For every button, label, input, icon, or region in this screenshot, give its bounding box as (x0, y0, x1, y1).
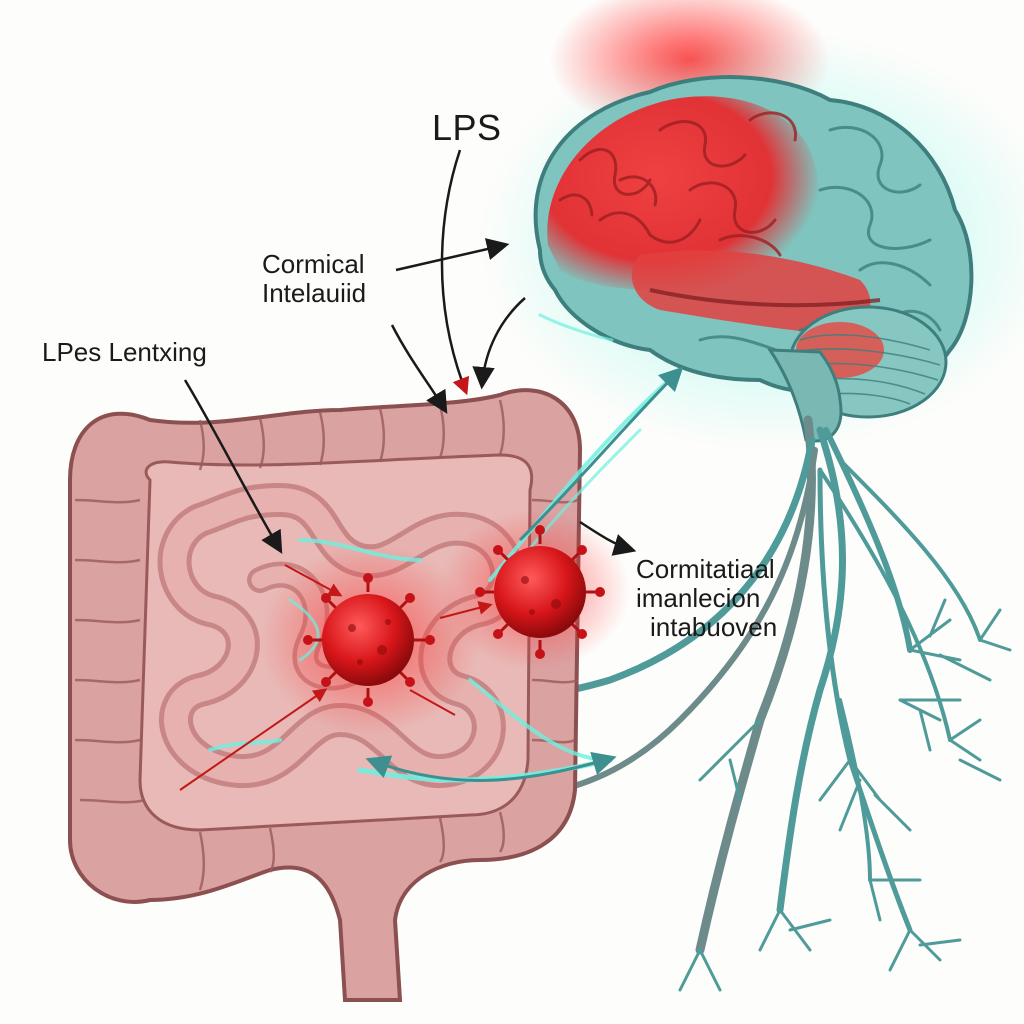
bacteria-icon (475, 525, 605, 659)
red-leak-arrows (179, 564, 493, 791)
inflammation-label-line-1: Cormitatiaal (636, 554, 775, 584)
gut-brain-arrow-teal (365, 751, 617, 782)
label-arrows (183, 149, 637, 556)
cortical-label-line-2: Intelauiid (262, 278, 367, 309)
lps-label: LPS (432, 107, 502, 148)
inflammation-label-line-2: imanlecion (636, 583, 761, 614)
inflammation-label-line-3: intabuoven (650, 612, 778, 643)
bacteria-icon (303, 573, 435, 707)
brain-icon (533, 75, 974, 443)
cortical-label-line-1: Cormical (262, 249, 365, 279)
lps-leaking-label: LPes Lentxing (42, 337, 207, 367)
gut-to-brain-arrow-teal (518, 366, 684, 542)
inflammation-label: Cormitatiaal imanlecion intabuoven (636, 554, 778, 643)
cortical-label: Cormical Intelauiid (262, 249, 367, 309)
